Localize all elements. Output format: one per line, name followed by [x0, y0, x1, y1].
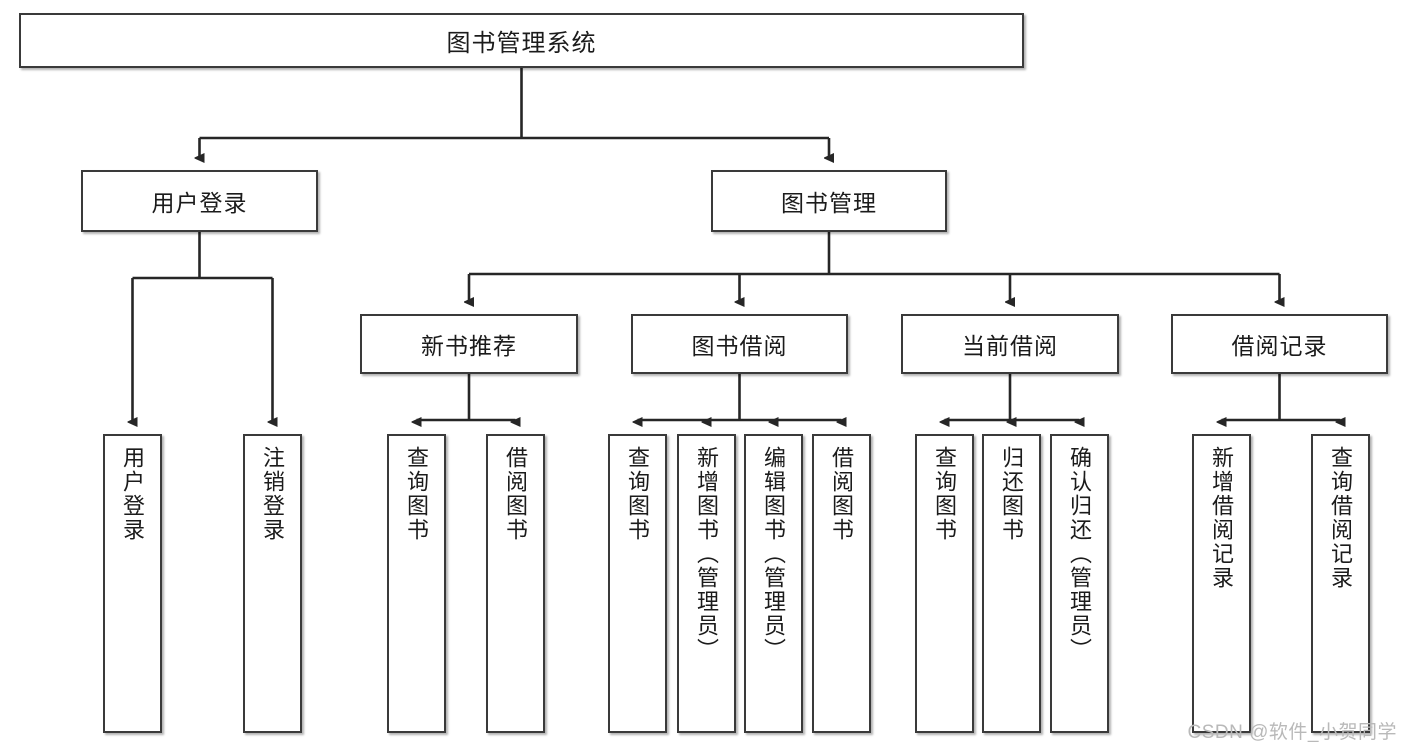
- node-leaf-add-record[interactable]: 新增借阅记录: [1192, 434, 1251, 733]
- node-book-manage-label: 图书管理: [781, 190, 877, 216]
- node-borrow-record[interactable]: 借阅记录: [1171, 314, 1388, 374]
- node-leaf-edit-book[interactable]: 编辑图书（管理员）: [744, 434, 803, 733]
- node-leaf-user-login-label: 用户登录: [120, 446, 146, 542]
- node-leaf-confirm-return-label: 确认归还（管理员）: [1067, 446, 1093, 662]
- node-leaf-add-record-label: 新增借阅记录: [1209, 446, 1235, 590]
- node-new-book-recommend[interactable]: 新书推荐: [360, 314, 578, 374]
- node-leaf-query-book-1-label: 查询图书: [404, 446, 430, 542]
- node-leaf-return-book-label: 归还图书: [999, 446, 1025, 542]
- node-user-login[interactable]: 用户登录: [81, 170, 318, 232]
- node-leaf-confirm-return[interactable]: 确认归还（管理员）: [1050, 434, 1109, 733]
- node-leaf-borrow-book-2-label: 借阅图书: [829, 446, 855, 542]
- node-leaf-edit-book-label: 编辑图书（管理员）: [761, 446, 787, 662]
- node-leaf-query-book-1[interactable]: 查询图书: [387, 434, 446, 733]
- node-root-label: 图书管理系统: [446, 30, 597, 57]
- node-borrow-record-label: 借阅记录: [1231, 333, 1328, 359]
- node-book-borrow[interactable]: 图书借阅: [631, 314, 848, 374]
- node-leaf-query-record[interactable]: 查询借阅记录: [1311, 434, 1370, 733]
- node-leaf-borrow-book-1-label: 借阅图书: [503, 446, 529, 542]
- node-leaf-borrow-book-2[interactable]: 借阅图书: [812, 434, 871, 733]
- node-book-borrow-label: 图书借阅: [691, 333, 788, 359]
- node-leaf-borrow-book-1[interactable]: 借阅图书: [486, 434, 545, 733]
- node-leaf-query-record-label: 查询借阅记录: [1328, 446, 1354, 590]
- node-leaf-query-book-2[interactable]: 查询图书: [608, 434, 667, 733]
- node-new-book-recommend-label: 新书推荐: [421, 333, 517, 359]
- node-leaf-logout[interactable]: 注销登录: [243, 434, 302, 733]
- node-leaf-query-book-2-label: 查询图书: [625, 446, 651, 542]
- node-leaf-user-login[interactable]: 用户登录: [103, 434, 162, 733]
- watermark-text: CSDN @软件_小贺同学: [1187, 722, 1397, 743]
- node-leaf-add-book[interactable]: 新增图书（管理员）: [677, 434, 736, 733]
- node-book-manage[interactable]: 图书管理: [711, 170, 947, 232]
- node-root[interactable]: 图书管理系统: [19, 13, 1024, 68]
- node-current-borrow-label: 当前借阅: [962, 333, 1058, 359]
- node-user-login-label: 用户登录: [151, 190, 248, 216]
- node-leaf-query-book-3[interactable]: 查询图书: [915, 434, 974, 733]
- node-leaf-add-book-label: 新增图书（管理员）: [694, 446, 720, 662]
- node-current-borrow[interactable]: 当前借阅: [901, 314, 1119, 374]
- node-leaf-logout-label: 注销登录: [260, 446, 286, 542]
- node-leaf-return-book[interactable]: 归还图书: [982, 434, 1041, 733]
- node-leaf-query-book-3-label: 查询图书: [932, 446, 958, 542]
